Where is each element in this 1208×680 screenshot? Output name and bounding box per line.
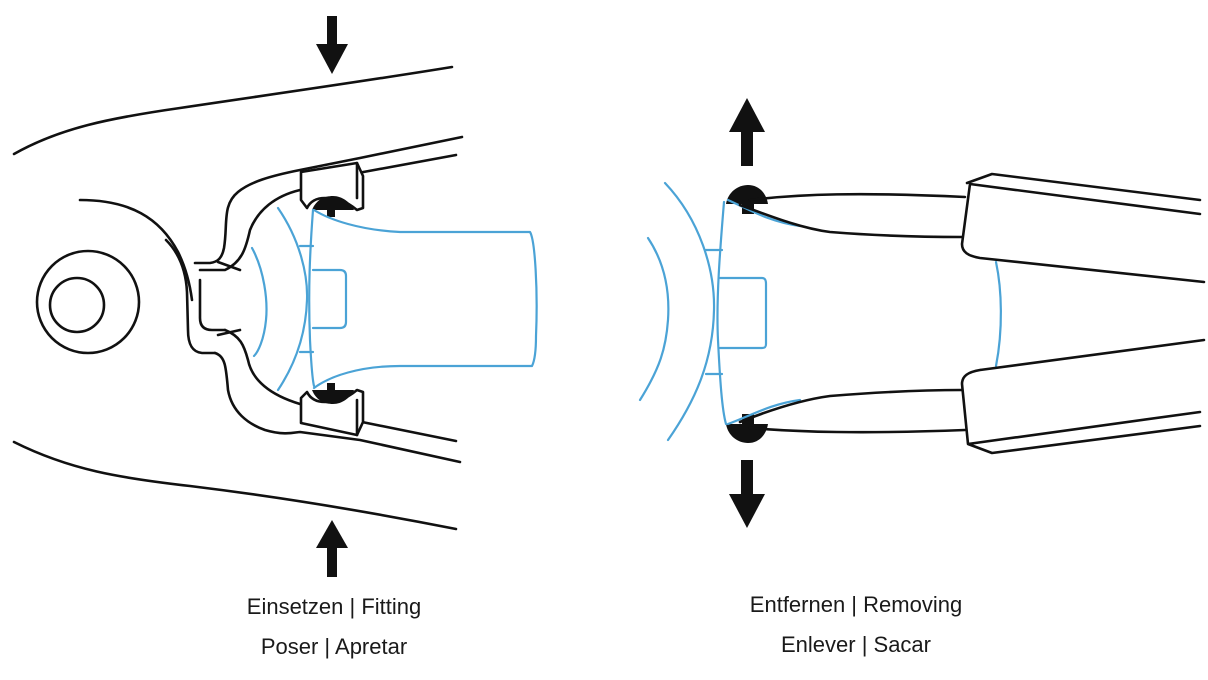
pliers-pivot-inner-arc: [164, 238, 217, 355]
pliers-lower-jaw: [223, 328, 302, 406]
pliers-upper-handle-outline: [12, 65, 454, 156]
caption-fitting-line2: Poser | Apretar: [260, 634, 408, 659]
pliers-lower-jaw-upper-edge: [738, 388, 964, 424]
pivot-ring-outer: [35, 249, 141, 355]
pliers-lower-jaw-link: [216, 328, 242, 337]
caption-removing-line1: Entfernen | Removing: [749, 592, 963, 617]
pivot-ring-inner: [48, 276, 106, 334]
arrow-up-icon: [316, 520, 348, 577]
retaining-ring-part: [250, 206, 538, 392]
removing-illustration: [638, 98, 1206, 528]
pliers-lower-rail: [360, 420, 458, 443]
pliers-upper-rail: [356, 153, 458, 175]
pliers-upper-jaw: [748, 192, 967, 202]
retaining-ring-part: [704, 198, 1002, 426]
pliers-neck: [198, 278, 227, 332]
caption-fitting-line1: Einsetzen | Fitting: [246, 594, 422, 619]
arrow-up-icon: [729, 98, 765, 166]
jaw-tip-upper: [299, 161, 365, 217]
pliers-pivot-outer-arc: [78, 198, 194, 302]
ring-arc-outer: [663, 181, 716, 442]
pliers-upper-jaw-link: [216, 260, 242, 272]
pliers-lower-handle-outline: [12, 440, 458, 531]
pliers-lower-jaw: [748, 426, 967, 434]
pliers-upper-handle-inner: [193, 135, 464, 265]
fitting-illustration: [12, 16, 538, 577]
arrow-down-icon: [316, 16, 348, 74]
pliers-upper-jaw-lower-edge: [738, 203, 964, 239]
pliers-upper-handle: [960, 172, 1206, 284]
jaw-tip-lower: [299, 383, 365, 437]
pliers-upper-jaw: [198, 188, 302, 272]
pliers-lower-handle: [960, 338, 1206, 455]
caption-fitting: Einsetzen | Fitting Poser | Apretar: [203, 587, 465, 667]
arrow-down-icon: [729, 460, 765, 528]
caption-removing-line2: Enlever | Sacar: [780, 632, 931, 657]
pliers-lower-handle-inner: [213, 351, 462, 464]
caption-removing: Entfernen | Removing Enlever | Sacar: [706, 585, 1006, 665]
ring-arc-inner: [638, 236, 670, 402]
